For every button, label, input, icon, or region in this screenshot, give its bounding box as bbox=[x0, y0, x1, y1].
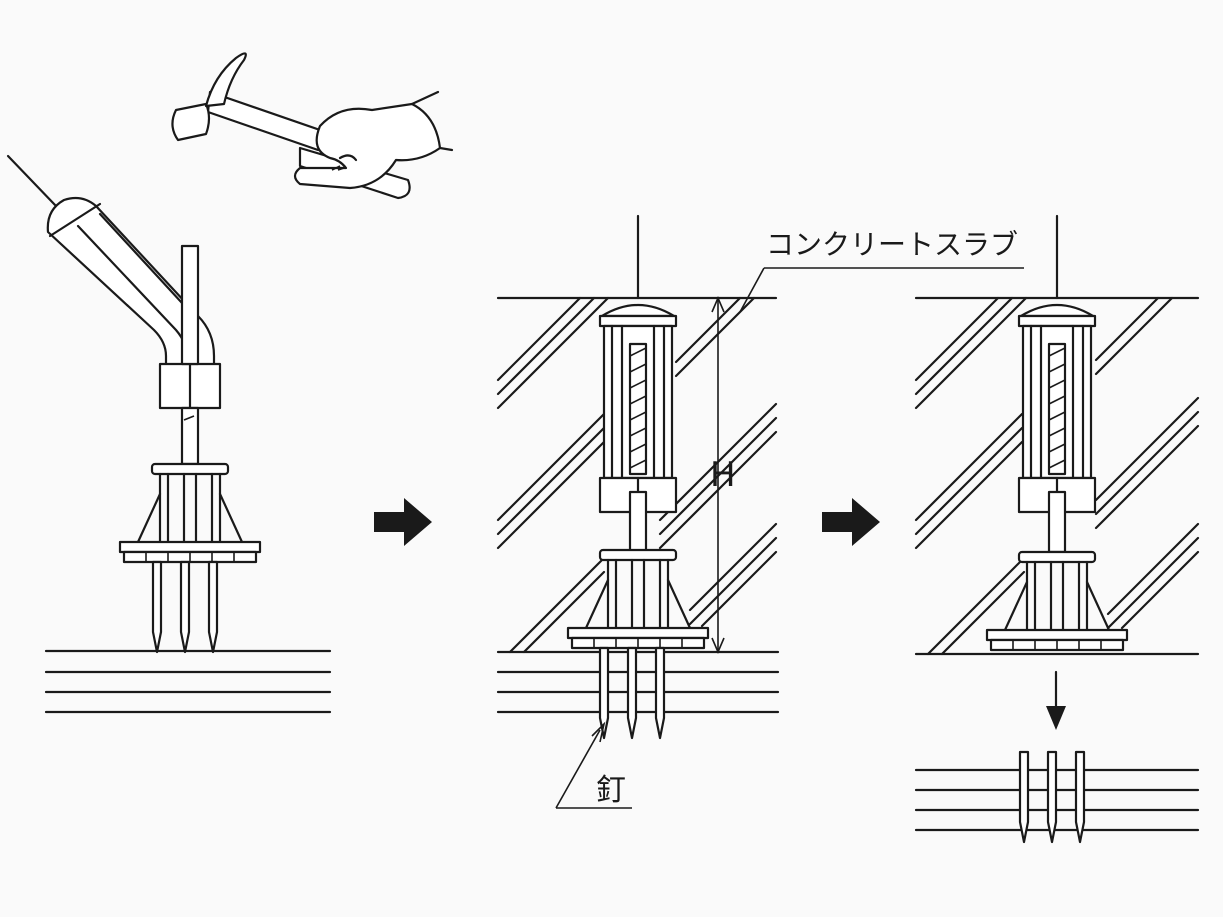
nail-label: 釘 bbox=[596, 773, 626, 808]
right-arrow-icon bbox=[374, 498, 432, 546]
anchor-holder-1 bbox=[118, 462, 262, 564]
down-arrow-icon bbox=[1046, 670, 1066, 730]
hand-icon bbox=[293, 90, 454, 190]
panel-3-set bbox=[914, 214, 1200, 844]
dimension-h-label: H bbox=[710, 455, 736, 495]
panel-1-strike bbox=[6, 52, 454, 714]
panel-2-drive: H コンクリートスラブ 釘 bbox=[496, 214, 1024, 809]
setting-tool bbox=[6, 154, 222, 466]
slab-label: コンクリートスラブ bbox=[766, 228, 1018, 261]
nails-3 bbox=[1018, 750, 1086, 844]
right-arrow-icon bbox=[822, 498, 880, 546]
nails-1 bbox=[151, 560, 219, 654]
